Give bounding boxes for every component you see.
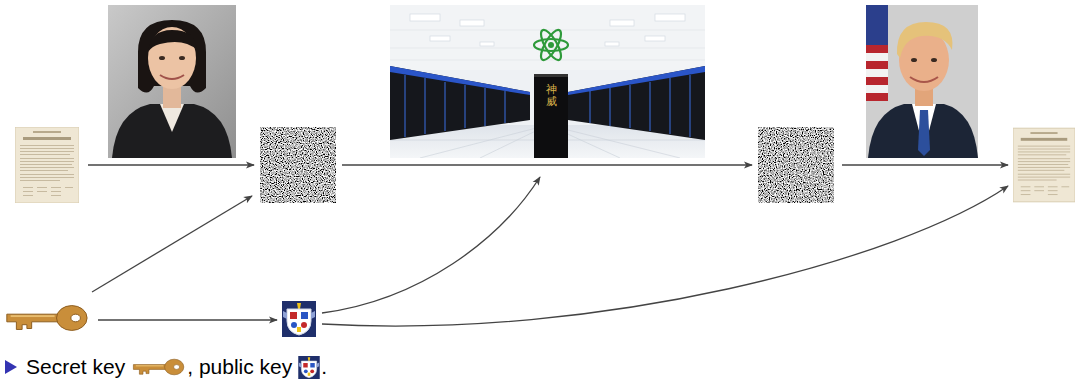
secret-key-icon xyxy=(131,354,185,380)
legend-text: , public key xyxy=(187,355,292,379)
arrow xyxy=(88,164,254,165)
arrow xyxy=(342,164,752,165)
arrow xyxy=(98,319,277,320)
bullet-line: Secret key , public key . xyxy=(5,352,327,382)
plaintext-document xyxy=(1013,128,1075,202)
bullet-triangle xyxy=(5,360,17,374)
public-key-icon xyxy=(282,301,316,337)
sender-portrait xyxy=(108,5,236,158)
arrow xyxy=(92,196,252,292)
ciphertext-noise xyxy=(260,127,336,203)
arrow xyxy=(842,164,1008,165)
legend-text: Secret key xyxy=(26,355,125,379)
supercomputer-photo xyxy=(390,5,705,158)
arrow xyxy=(322,177,540,313)
legend-text: . xyxy=(321,355,327,379)
rack-lettering-holder: 神威 xyxy=(546,84,557,108)
rack-lettering: 神威 xyxy=(546,84,557,108)
plaintext-document xyxy=(15,127,79,203)
public-key-icon xyxy=(298,356,320,379)
arrow xyxy=(322,186,1008,326)
ciphertext-noise xyxy=(758,127,834,203)
receiver-portrait xyxy=(866,5,978,158)
secret-key-icon xyxy=(7,306,87,331)
